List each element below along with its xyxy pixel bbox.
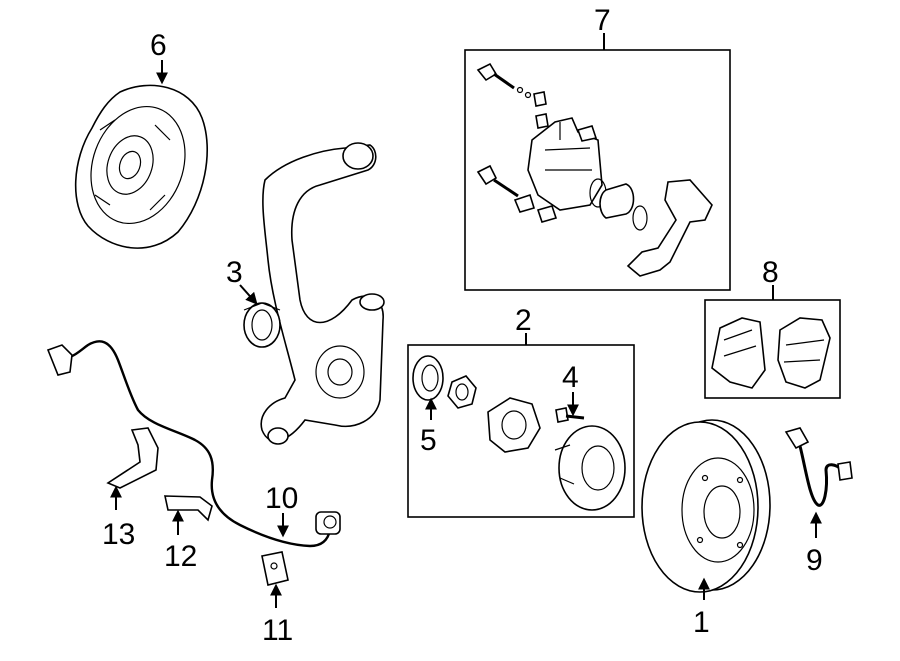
brake-pads-icon[interactable] [711, 317, 831, 389]
hub-box [407, 344, 635, 518]
callout-leader-3 [239, 284, 258, 305]
callout-12: 12 [164, 540, 197, 573]
dust-cover-icon[interactable] [243, 302, 281, 348]
abs-sensor-icon[interactable] [46, 340, 341, 548]
callout-13: 13 [102, 518, 135, 551]
callout-8: 8 [762, 256, 779, 289]
caliper-assembly-icon[interactable] [476, 62, 713, 277]
hub-assembly-icon[interactable] [447, 375, 626, 511]
bracket-icon[interactable] [106, 427, 159, 489]
brake-hose-icon[interactable] [784, 427, 853, 507]
callout-4: 4 [562, 361, 579, 394]
callout-9: 9 [806, 544, 823, 577]
callout-5: 5 [420, 424, 437, 457]
backing-plate-icon[interactable] [74, 84, 208, 249]
callout-1: 1 [693, 606, 710, 639]
callout-6: 6 [150, 29, 167, 62]
bracket-icon[interactable] [164, 495, 213, 522]
clip-icon[interactable] [261, 551, 289, 586]
callout-7: 7 [594, 4, 611, 37]
caliper-box [464, 49, 731, 291]
callout-11: 11 [262, 614, 293, 647]
wheel-stud-icon[interactable] [555, 407, 585, 423]
tone-wheel-icon[interactable] [412, 355, 444, 401]
callout-10: 10 [265, 482, 298, 515]
callout-3: 3 [226, 256, 243, 289]
callout-2: 2 [515, 304, 532, 337]
rotor-icon[interactable] [641, 419, 771, 593]
steering-knuckle-icon [260, 142, 385, 445]
